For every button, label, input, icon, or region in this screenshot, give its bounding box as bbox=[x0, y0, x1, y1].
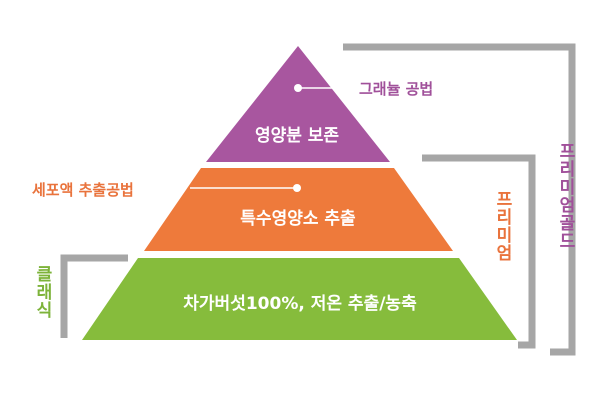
top-callout-dot bbox=[294, 84, 302, 92]
classic-grade-label: 클래식 bbox=[32, 265, 52, 319]
premium-gold-bracket bbox=[343, 43, 576, 356]
pyramid-tier-top bbox=[206, 46, 390, 162]
middle-method-label: 세포액 추출공법 bbox=[32, 181, 134, 199]
tier-top-label: 영양분 보존 bbox=[254, 126, 340, 146]
middle-callout-dot bbox=[293, 184, 301, 192]
top-method-label: 그래뉼 공법 bbox=[359, 80, 434, 98]
premium-bracket bbox=[422, 154, 536, 349]
classic-bracket bbox=[60, 254, 128, 338]
tier-bottom-label: 차가버섯100%, 저온 추출/농축 bbox=[183, 294, 417, 314]
premium-gold-grade-label: 프리미엄골드 bbox=[555, 142, 575, 250]
tier-middle-label: 특수영양소 추출 bbox=[240, 209, 356, 229]
premium-grade-label: 프리미엄 bbox=[492, 190, 512, 262]
pyramid-tier-bottom bbox=[82, 258, 517, 340]
